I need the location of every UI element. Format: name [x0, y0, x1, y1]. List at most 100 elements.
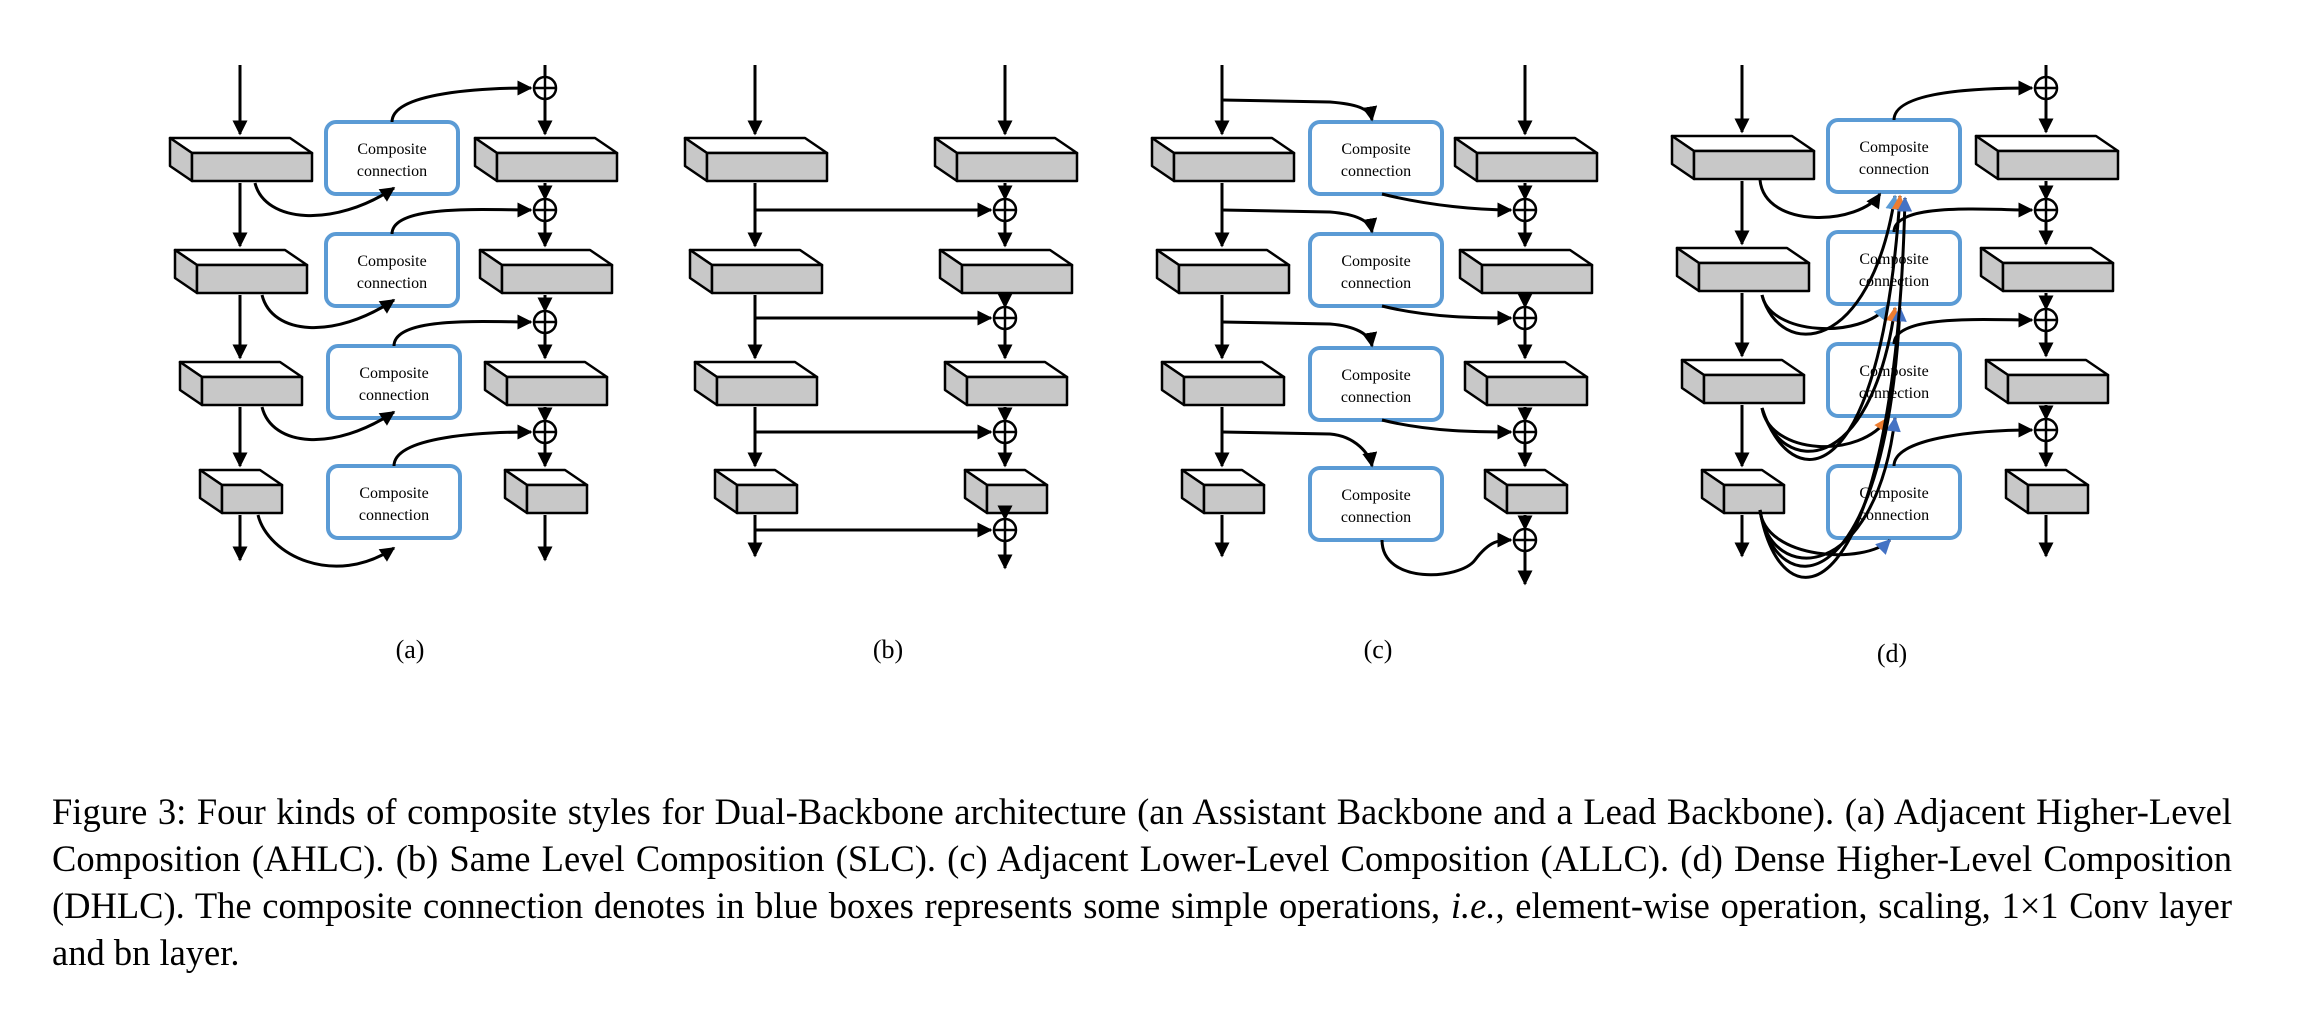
lead-add-2	[1512, 305, 1538, 331]
lead-block-1	[1974, 134, 2120, 181]
composite-box-border	[324, 232, 460, 308]
dense-darkblue-3	[1758, 306, 1907, 568]
block-side-face	[195, 263, 309, 295]
lead-add-3	[992, 419, 1018, 445]
lead-block-1	[473, 136, 619, 183]
lead-add-1	[2033, 75, 2059, 101]
lead-block-4	[963, 468, 1049, 515]
lead-block-2	[1458, 248, 1594, 295]
lead-add-1	[992, 197, 1018, 223]
composite-box-border	[324, 120, 460, 196]
box-to-lead-1	[1892, 80, 2034, 121]
block-side-face	[190, 151, 314, 183]
composite-box-border	[326, 464, 462, 540]
composite-label-line2: connection	[359, 387, 429, 404]
assistant-to-box-2	[260, 294, 396, 329]
block-top-face	[168, 136, 314, 155]
block-side-face	[710, 263, 824, 295]
assistant-block-3	[693, 360, 819, 407]
assistant-block-2	[1675, 246, 1811, 293]
composite-label-line2: connection	[1859, 273, 1929, 290]
assistant-to-box-2	[1221, 208, 1378, 234]
block-side-face	[985, 483, 1049, 515]
lead-add-4	[2033, 417, 2059, 443]
block-top-face	[1453, 136, 1599, 155]
block-top-face	[1670, 134, 1816, 153]
block-top-face	[473, 136, 619, 155]
panel-c-allc: CompositeconnectionCompositeconnectionCo…	[1150, 65, 1599, 586]
composite-label-line2: connection	[1859, 161, 1929, 178]
box-to-lead-2	[1892, 202, 2034, 233]
assistant-block-4	[198, 468, 284, 515]
box-to-lead-3	[1892, 312, 2034, 345]
lead-add-4	[1512, 527, 1538, 553]
assistant-to-box-4	[256, 514, 396, 568]
figure-diagram: CompositeconnectionCompositeconnectionCo…	[168, 65, 2120, 668]
lead-block-3	[943, 360, 1069, 407]
box-to-lead-3	[1381, 418, 1513, 440]
block-side-face	[1722, 483, 1786, 515]
lead-add-4	[532, 419, 558, 445]
lead-block-4	[1483, 468, 1569, 515]
assistant-block-1	[168, 136, 314, 183]
composite-box-3: Composite connection	[326, 344, 462, 420]
block-side-face	[505, 375, 609, 407]
panel-label-b: (b)	[873, 635, 903, 664]
lead-block-1	[933, 136, 1079, 183]
composite-label-line1: Composite	[359, 485, 428, 502]
panel-d-dhlc: CompositeconnectionCompositeconnectionCo…	[1670, 65, 2120, 579]
assistant-to-box-1	[1221, 98, 1378, 122]
dense-darkblue-4	[1758, 196, 1913, 579]
lead-block-3	[1463, 360, 1589, 407]
box-to-lead-4	[1892, 422, 2034, 467]
block-side-face	[960, 263, 1074, 295]
composite-label-line2: connection	[1859, 385, 1929, 402]
block-side-face	[500, 263, 614, 295]
block-side-face	[715, 375, 819, 407]
panel-label-a: (a)	[396, 635, 425, 664]
lead-block-4	[503, 468, 589, 515]
composite-label-line2: connection	[1341, 389, 1411, 406]
dense-darkblue-1	[1758, 509, 1892, 557]
lead-add-3	[532, 309, 558, 335]
block-side-face	[1475, 151, 1599, 183]
composite-label-line1: Composite	[1341, 367, 1410, 384]
block-side-face	[1996, 149, 2120, 181]
composite-box-border	[1826, 464, 1962, 540]
composite-label-line1: Composite	[1859, 139, 1928, 156]
block-side-face	[705, 151, 829, 183]
block-side-face	[2001, 261, 2115, 293]
block-side-face	[1702, 373, 1806, 405]
assistant-to-box-1	[1758, 179, 1882, 219]
block-top-face	[1150, 136, 1296, 155]
lead-add-1	[1512, 197, 1538, 223]
assistant-block-3	[1680, 358, 1806, 405]
assistant-to-box-3	[1221, 320, 1378, 348]
panel-label-d: (d)	[1877, 639, 1907, 668]
caption-text-2: , element-wise operation, scaling, 1×1 C…	[52, 885, 2232, 973]
composite-label-line2: connection	[357, 275, 427, 292]
assistant-block-4	[1180, 468, 1266, 515]
lead-block-3	[1984, 358, 2110, 405]
panel-label-c: (c)	[1364, 635, 1393, 664]
block-side-face	[1480, 263, 1594, 295]
panel-b-slc	[683, 65, 1079, 570]
panel-a-ahlc: CompositeconnectionCompositeconnectionCo…	[168, 65, 619, 568]
assistant-to-box-3	[260, 406, 396, 441]
composite-label-line2: connection	[1341, 275, 1411, 292]
lead-block-2	[478, 248, 614, 295]
box-to-lead-4	[1380, 532, 1513, 577]
lead-block-2	[938, 248, 1074, 295]
assistant-block-2	[688, 248, 824, 295]
composite-label-line1: Composite	[359, 365, 428, 382]
lead-block-1	[1453, 136, 1599, 183]
box-to-lead-2	[1381, 304, 1513, 326]
block-side-face	[735, 483, 799, 515]
lead-block-3	[483, 360, 609, 407]
assistant-block-1	[1670, 134, 1816, 181]
composite-box-border	[1826, 118, 1962, 194]
